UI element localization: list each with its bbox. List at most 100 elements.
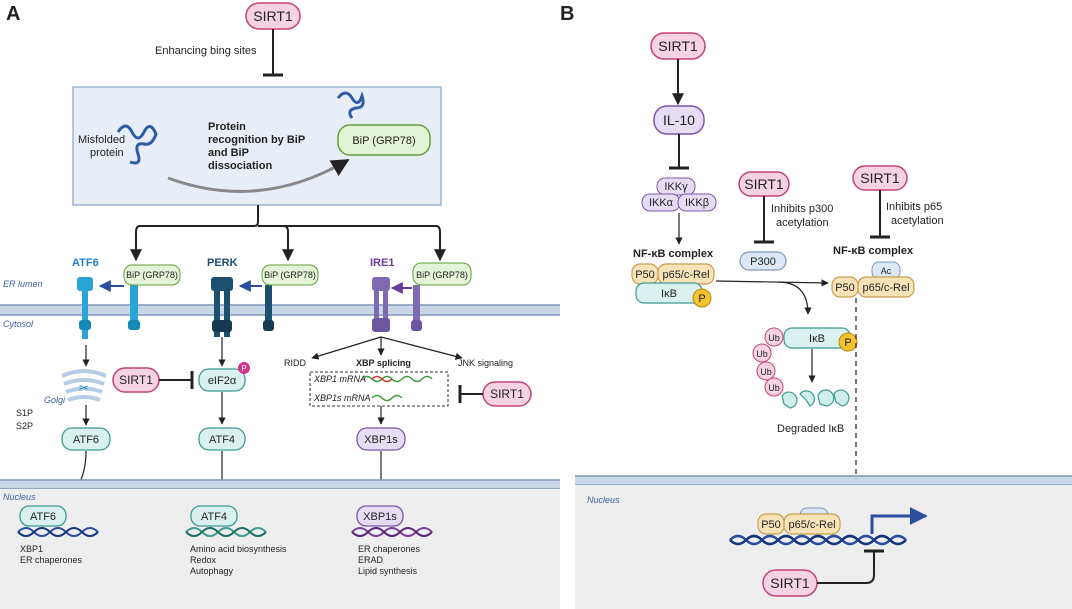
- xbp1-mrna-label: XBP1 mRNA: [313, 374, 366, 384]
- perk-sensor-label: PERK: [207, 257, 238, 269]
- nfkb-complex-nuclear: Ac P50 p65/c-Rel: [757, 507, 841, 535]
- misfolded-label: Misfolded: [78, 134, 125, 146]
- svg-text:eIF2α: eIF2α: [208, 375, 237, 387]
- xbp1s-target-2: ERAD: [358, 555, 384, 565]
- svg-text:Ub: Ub: [768, 333, 780, 343]
- degraded-ikb-icon: [781, 389, 850, 409]
- recognition-text-4: dissociation: [208, 160, 272, 172]
- branch-arrow-atf6: [130, 205, 259, 262]
- eif2a-node: eIF2α: [198, 368, 246, 392]
- svg-text:SIRT1: SIRT1: [770, 575, 810, 591]
- nucleus-area-a: [0, 489, 560, 609]
- atf6-nuc-node: ATF6: [19, 505, 67, 527]
- branch-arrow-ire1: [258, 225, 446, 262]
- svg-text:SIRT1: SIRT1: [860, 170, 900, 186]
- svg-text:p65/c-Rel: p65/c-Rel: [788, 519, 835, 531]
- er-lumen-label: ER lumen: [3, 279, 43, 289]
- cytosol-label: Cytosol: [3, 319, 34, 329]
- jnk-label: JNK signaling: [458, 358, 513, 368]
- er-membrane: [0, 305, 560, 315]
- sirt1-node-mid-a: SIRT1: [112, 367, 160, 393]
- golgi-icon: ✂: [61, 369, 107, 402]
- ire1-sensor-label: IRE1: [370, 257, 394, 269]
- svg-text:IKKβ: IKKβ: [685, 197, 709, 209]
- svg-text:Ub: Ub: [756, 349, 768, 359]
- perk-sensor-icon: [211, 277, 233, 337]
- phospho-badge: P: [238, 362, 250, 374]
- nucleus-area-b: [575, 485, 1072, 609]
- xbp1s-target-3: Lipid synthesis: [358, 566, 418, 576]
- dna-icon-nfkb: [729, 534, 907, 546]
- svg-text:P50: P50: [761, 519, 781, 531]
- atf6-cyto-node: ATF6: [61, 427, 111, 451]
- atf4-target-3: Autophagy: [190, 566, 234, 576]
- nfkb-complex-left: P50 p65/c-Rel IκB P: [631, 263, 715, 308]
- xbp1-mrna-wave: [361, 375, 433, 383]
- s1p-label: S1P: [16, 408, 33, 418]
- svg-text:P: P: [241, 364, 246, 373]
- perk-sensor-bound-icon: [263, 285, 274, 331]
- s2p-label: S2P: [16, 421, 33, 431]
- sirt1-node-right-a: SIRT1: [482, 381, 532, 407]
- svg-text:BiP (GRP78): BiP (GRP78): [126, 270, 178, 280]
- svg-text:BiP (GRP78): BiP (GRP78): [264, 270, 316, 280]
- bip-label: BiP (GRP78): [352, 135, 415, 147]
- sirt1-node-p300: SIRT1: [738, 171, 790, 197]
- svg-text:✂: ✂: [79, 381, 89, 395]
- xbp1s-target-1: ER chaperones: [358, 544, 421, 554]
- bip-protein-icon: [336, 91, 365, 119]
- nfkb-complex-right: Ac P50 p65/c-Rel: [831, 261, 915, 298]
- xbp1s-mrna-wave: [371, 394, 403, 402]
- svg-text:p65/c-Rel: p65/c-Rel: [662, 269, 709, 281]
- atf4-target-2: Redox: [190, 555, 217, 565]
- ikb-ubiquitinated: IκB P Ub Ub Ub Ub: [752, 327, 858, 397]
- atf4-target-1: Amino acid biosynthesis: [190, 544, 287, 554]
- il10-node: IL-10: [653, 105, 705, 135]
- bip-small-perk: BiP (GRP78): [261, 264, 319, 286]
- nuclear-membrane-a: [0, 480, 560, 489]
- sirt1-node-top-b: SIRT1: [650, 32, 706, 60]
- panel-b-letter: B: [560, 3, 574, 25]
- ridd-label: RIDD: [284, 358, 306, 368]
- svg-text:P50: P50: [635, 269, 655, 281]
- sirt1-node-bottom-b: SIRT1: [762, 569, 818, 597]
- inhibits-p300-label: Inhibits p300: [771, 203, 833, 215]
- sirt1-node-top-a: SIRT1: [245, 2, 301, 30]
- atf4-nuc-node: ATF4: [190, 505, 238, 527]
- svg-text:ATF6: ATF6: [73, 434, 99, 446]
- nucleus-label-a: Nucleus: [3, 492, 36, 502]
- atf4-cyto-node: ATF4: [198, 427, 246, 451]
- nucleus-label-b: Nucleus: [587, 495, 620, 505]
- nfkb-complex-right-label: NF-κB complex: [833, 245, 914, 257]
- branch-arrow-perk: [258, 225, 294, 262]
- xbp-splicing-label: XBP splicing: [356, 358, 411, 368]
- svg-text:ATF4: ATF4: [209, 434, 235, 446]
- enhance-label: Enhancing bing sites: [155, 45, 257, 57]
- bip-small-atf6: BiP (GRP78): [123, 264, 181, 286]
- svg-text:SIRT1: SIRT1: [490, 387, 524, 401]
- panel-a-letter: A: [6, 3, 20, 25]
- svg-text:ATF6: ATF6: [30, 511, 56, 523]
- xbp1s-cyto-node: XBP1s: [356, 427, 406, 451]
- svg-text:IKKγ: IKKγ: [664, 181, 688, 193]
- sirt1-label: SIRT1: [253, 8, 293, 24]
- svg-text:P300: P300: [750, 256, 776, 268]
- golgi-label: Golgi: [44, 395, 66, 405]
- nfkb-complex-left-label: NF-κB complex: [633, 248, 714, 260]
- bip-small-ire1: BiP (GRP78): [412, 262, 472, 286]
- svg-text:Ac: Ac: [881, 266, 892, 276]
- svg-text:XBP1s: XBP1s: [363, 511, 397, 523]
- svg-text:ATF4: ATF4: [201, 511, 227, 523]
- splicing-box: [309, 371, 449, 407]
- svg-text:P: P: [698, 293, 705, 305]
- svg-text:IL-10: IL-10: [663, 112, 695, 128]
- ikk-complex: IKKγ IKKα IKKβ: [641, 177, 717, 212]
- svg-text:IKKα: IKKα: [649, 197, 674, 209]
- dissociation-arrow: [167, 158, 350, 193]
- inhibits-p65-label: Inhibits p65: [886, 201, 942, 213]
- svg-text:XBP1s: XBP1s: [364, 434, 398, 446]
- p300-node: P300: [739, 251, 787, 271]
- recognition-text-3: and BiP: [208, 147, 249, 159]
- svg-text:SIRT1: SIRT1: [744, 176, 784, 192]
- inhibits-p65-label-2: acetylation: [891, 215, 944, 227]
